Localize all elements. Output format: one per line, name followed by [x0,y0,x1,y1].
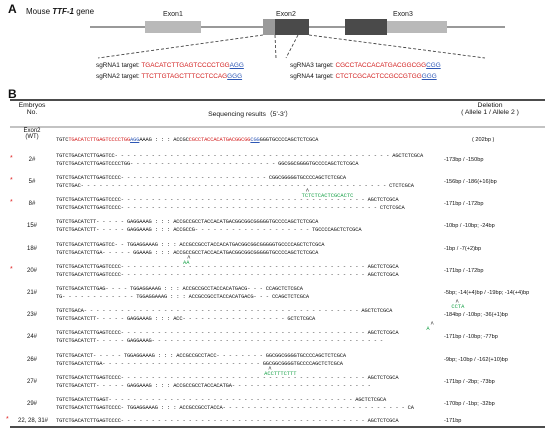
embryo-id: 8# [28,201,36,207]
wt-label: Exon2(WT) [23,128,41,140]
insertion-caret: ^ [430,321,434,328]
embryo-id: 21# [26,290,37,296]
allele-sequence: TGTCTGACATCTT- - - - - GAGGAAAG : : : AC… [56,219,319,225]
exon2-light [263,19,275,35]
deletion-value: -10bp / -10bp; -24bp [444,223,495,229]
allele-sequence: TGTCTGACATCT- - - - - TGGAGGAAAG : : : A… [56,353,346,359]
embryo-id: 15# [26,223,37,229]
exon3-label: Exon3 [393,11,413,18]
zoom-line-mid-right [285,34,299,59]
gene-title: Mouse TTF-1 gene [26,7,95,16]
embryo-id: 23# [26,312,37,318]
zoom-line-right [308,34,486,59]
embryo-id: 29# [26,401,37,407]
highlight-star: * [10,266,13,273]
allele-sequence: TGTCTGACATCTTGAGTCCCC- - - - - - - - - -… [56,330,399,336]
gene-diagram [90,19,505,59]
exon3-light [387,21,447,33]
insertion-caret: ^ [455,299,459,306]
deletion-value: -171bp / -172bp [444,201,484,207]
deletion-value: -156bp / -186(+16)bp [444,179,497,185]
deletion-value: -171bp [444,418,462,424]
embryo-id: 27# [26,379,37,385]
allele-sequence: TGTCTGACATCTTGAGTCCCC- - - - - - - - - -… [56,375,399,381]
allele-sequence: TGTCTGACATCTTGAGTCCCC- - - - - - - - - -… [56,197,399,203]
highlight-star: * [10,177,13,184]
allele-sequence: TGTCTGACATCTTGAGTCCCCTGG- - - - - - - - … [56,161,359,167]
exon2-dark [275,19,309,35]
embryo-id: 26# [26,357,37,363]
insertion-sequence: AA [183,260,190,266]
exon2-label: Exon2 [276,11,296,18]
allele-sequence: TGTCTGACATCTTGAGTCCCC- - - - - - - - - -… [56,175,346,181]
deletion-value: -5bp; -14(+4)bp / -19bp; -14(+4)bp [444,290,530,296]
embryo-id: 18# [26,246,37,252]
exon3-dark [345,19,387,35]
deletion-value: -9bp; -10bp / -162(+10)bp [444,357,508,363]
allele-sequence: TGTCTGACA- - - - - - - - - - - - - - - -… [56,308,393,314]
allele-sequence: TG- - - - - - - - - - - - TGGAGGAAAG : :… [56,294,309,300]
allele-sequence: TGTCTGACATCTTGAGTCCCC- - - - - - - - - -… [56,418,399,424]
insertion-sequence: TCTCTCACTCGCACTC [301,193,354,199]
insertion-caret: ^ [187,255,191,262]
allele-sequence: TGTCTGACATCTTGAGTCC- - - - - - - - - - -… [56,153,424,159]
allele-sequence: TGTCTGACATCTTGAG- - - - TGGAGGAAAG : : :… [56,286,303,292]
allele-sequence: TGTCTGAC- - - - - - - - - - - - - - - - … [56,183,414,189]
col-seq-header: Sequencing results（5'-3'） [208,111,292,118]
sgrna4: sgRNA4 target: CTCTCGCACTCCGCCGTGGGGG [290,73,437,80]
panel-b-label: B [8,87,17,101]
sgrna2: sgRNA2 target: TTCTTGTAGCTTTCCTCCAGGGG [96,73,243,80]
panel-a-label: A [8,2,17,16]
allele-sequence: TGTCTGACATCTTGAGTCCCC- - - - - - - - - -… [56,264,399,270]
col-deletion-header: Deletion( Allele 1 / Allele 2 ) [461,102,519,116]
insertion-caret: ^ [268,366,272,373]
deletion-value: -171bp / -172bp [444,268,484,274]
insertion-caret: ^ [305,188,310,195]
deletion-value: -184bp / -10bp; -36(+1)bp [444,312,508,318]
exon1-label: Exon1 [163,11,183,18]
embryo-id: 5# [28,179,36,185]
allele-sequence: TGTCTGACATCTT- - - - - GAGGAAAG : : : AC… [56,227,362,233]
embryo-id: 2# [28,157,36,163]
exon1-box [145,21,201,33]
embryo-id: 24# [26,334,37,340]
highlight-star: * [10,199,13,206]
allele-sequence: TGTCTGACATCTTGAGTCC- - TGGAGGAAAG : : : … [56,242,325,248]
allele-sequence: TGTCTGACATCTT- - - - - GAGGAAAG : : : AC… [56,383,374,389]
allele-sequence: TGTCTGACATCTT- - - - - GAGGAAAG- - - - -… [56,338,387,344]
allele-sequence: TGTCTGACATCTT- - - - - GAGGAAAG : : : AC… [56,316,316,322]
insertion-sequence: CCTA [451,304,465,310]
zoom-line-mid-left [274,34,277,59]
wt-sequence: TGTCTGACATCTTGAGTCCCCTGGAGGAAAG : : : AC… [56,137,319,143]
allele-sequence: TGTCTGACATCTTGAGTCCCC- TGGAGGAAAG : : : … [56,405,414,411]
wt-deletion: ( 202bp ) [472,137,495,143]
allele-sequence: TGTCTGACATCTTGAGT- - - - - - - - - - - -… [56,397,387,403]
allele-sequence: TGTCTGACATCTTGAGTCCCC- - - - - - - - - -… [56,205,405,211]
embryo-id: 22, 28, 31# [17,418,49,424]
deletion-value: -1bp / -7(+2)bp [444,246,482,252]
deletion-value: -171bp / -10bp; -77bp [444,334,498,340]
allele-sequence: TGTCTGACATCTTGA- - - - - - - - - - - - -… [56,361,343,367]
zoom-line-left [97,34,264,59]
sgrna3: sgRNA3 target: CGCCTACCACATGACGGCGGCGG [290,62,441,69]
embryo-id: 20# [26,268,37,274]
insertion-sequence: A [426,326,430,332]
insertion-sequence: ACCTTTCTTT [264,371,297,377]
deletion-value: -170bp / -1bp; -32bp [444,401,495,407]
allele-sequence: TGTCTGACATCTTGAGTCCCC- - - - - - - - - -… [56,272,399,278]
highlight-star: * [10,155,13,162]
highlight-star: * [6,416,9,423]
deletion-value: -171bp / -2bp; -73bp [444,379,495,385]
deletion-value: -173bp / -150bp [444,157,484,163]
sgrna1: sgRNA1 target: TGACATCTTGAGTCCCCTGGAGG [96,62,244,69]
allele-sequence: TGTCTGACATCTTGA- - - - - GGAAAG : : : AC… [56,250,319,256]
